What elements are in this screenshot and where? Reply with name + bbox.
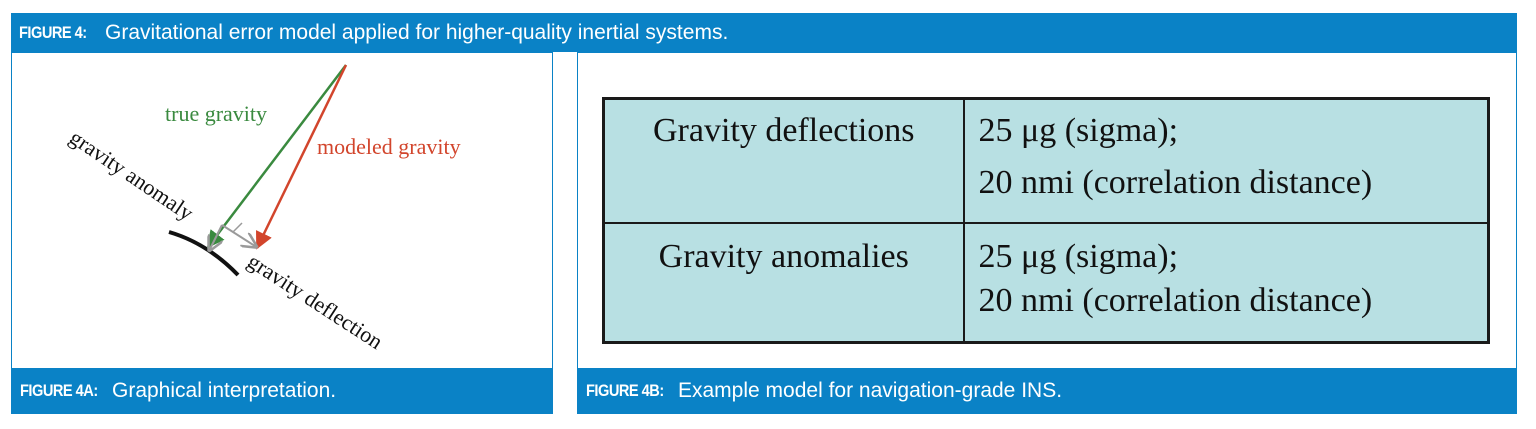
- gravity-deflection-label: gravity deflection: [243, 248, 387, 354]
- anomalies-correlation: 20 nmi (correlation distance): [978, 281, 1373, 319]
- modeled-gravity-arrow: [255, 64, 348, 250]
- gravity-vector-diagram: true gravity modeled gravity gravity ano…: [65, 64, 461, 354]
- figure-header: FIGURE 4: Gravitational error model appl…: [11, 13, 1517, 52]
- table-row: Gravity deflections 25 μg (sigma); 20 nm…: [602, 97, 1490, 224]
- right-angle-mark: [232, 222, 243, 233]
- table-row: Gravity anomalies 25 μg (sigma); 20 nmi …: [602, 221, 1490, 344]
- row-name-cell: Gravity deflections: [602, 97, 965, 224]
- deflections-sigma: 25 μg (sigma);: [978, 112, 1179, 149]
- panel-a-footer: FIGURE 4A: Graphical interpretation.: [12, 368, 552, 413]
- ins-gravity-model-table: Gravity deflections 25 μg (sigma); 20 nm…: [602, 97, 1490, 344]
- panel-example-model: Gravity deflections 25 μg (sigma); 20 nm…: [577, 52, 1517, 414]
- modeled-gravity-label: modeled gravity: [317, 134, 461, 159]
- true-gravity-arrow: [206, 64, 347, 249]
- figure-4a-label: FIGURE 4A:: [20, 380, 98, 400]
- deflection-error-arrow: [221, 224, 255, 246]
- figure-label: FIGURE 4:: [19, 22, 87, 42]
- surface-arc: [168, 230, 240, 277]
- figure-4b-label: FIGURE 4B:: [586, 380, 664, 400]
- figure-4b-caption: Example model for navigation-grade INS.: [678, 378, 1063, 402]
- gravity-deflections-name: Gravity deflections: [652, 112, 915, 149]
- panel-b-footer: FIGURE 4B: Example model for navigation-…: [578, 368, 1516, 413]
- row-name-cell: Gravity anomalies: [602, 221, 965, 344]
- panel-graphical-interpretation: true gravity modeled gravity gravity ano…: [11, 52, 553, 414]
- anomalies-sigma: 25 μg (sigma);: [978, 237, 1179, 275]
- figure-caption: Gravitational error model applied for hi…: [105, 20, 729, 44]
- true-gravity-label: true gravity: [165, 101, 267, 126]
- deflections-correlation: 20 nmi (correlation distance): [978, 164, 1373, 201]
- gravity-anomaly-label: gravity anomaly: [65, 124, 198, 225]
- anomaly-error-arrow: [210, 224, 223, 249]
- row-value-cell: 25 μg (sigma); 20 nmi (correlation dista…: [962, 97, 1490, 224]
- gravity-anomalies-name: Gravity anomalies: [658, 237, 909, 275]
- figure-4a-caption: Graphical interpretation.: [112, 378, 337, 402]
- row-value-cell: 25 μg (sigma); 20 nmi (correlation dista…: [962, 221, 1490, 344]
